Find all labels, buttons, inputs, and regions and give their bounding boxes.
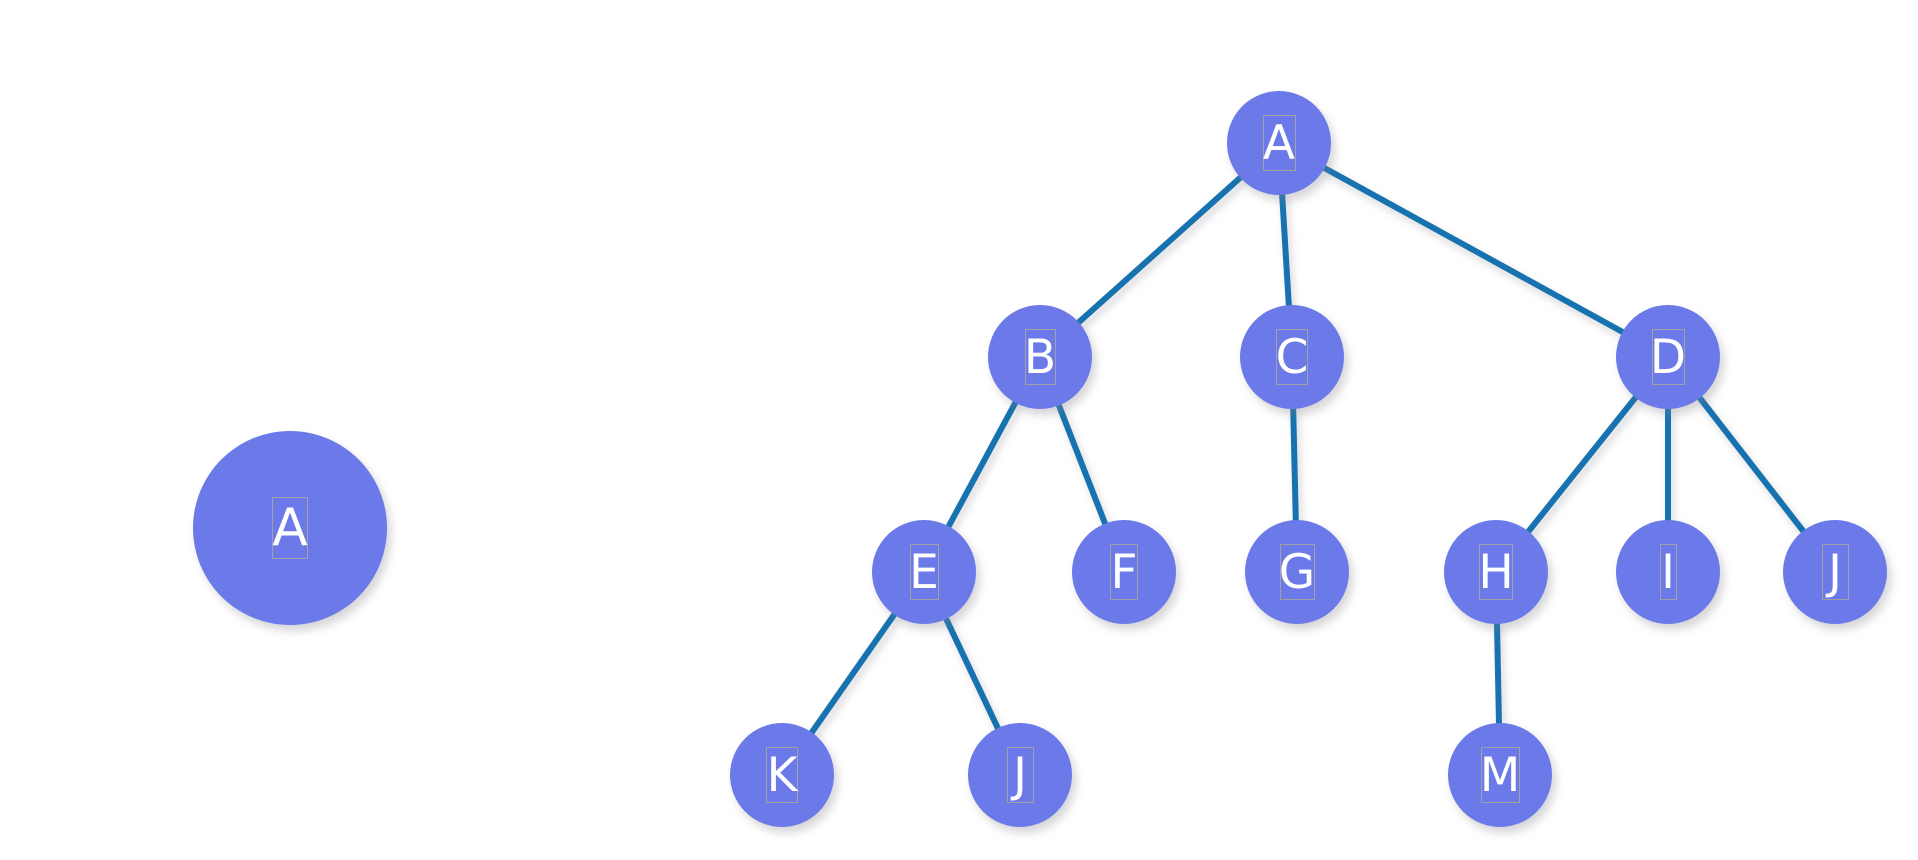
graph-node-m[interactable]: M xyxy=(1448,723,1552,827)
node-label: K xyxy=(766,747,798,803)
graph-node-f[interactable]: F xyxy=(1072,520,1176,624)
graph-node-i[interactable]: I xyxy=(1616,520,1720,624)
node-label: D xyxy=(1649,329,1687,385)
graph-node-a[interactable]: A xyxy=(1227,91,1331,195)
node-label: E xyxy=(909,544,939,600)
graph-node-b[interactable]: B xyxy=(988,305,1092,409)
node-label: H xyxy=(1478,544,1514,600)
node-label: G xyxy=(1278,544,1316,600)
node-label: F xyxy=(1110,544,1138,600)
graph-node-j[interactable]: J xyxy=(968,723,1072,827)
node-label: M xyxy=(1479,747,1521,803)
node-label: J xyxy=(1006,747,1034,803)
node-label: I xyxy=(1659,544,1677,600)
node-label: B xyxy=(1023,329,1057,385)
graph-node-d[interactable]: D xyxy=(1616,305,1720,409)
graph-node-a[interactable]: A xyxy=(193,431,387,625)
node-label: J xyxy=(1821,544,1849,600)
node-label: A xyxy=(272,497,308,559)
graph-node-j[interactable]: J xyxy=(1783,520,1887,624)
graph-node-h[interactable]: H xyxy=(1444,520,1548,624)
graph-node-e[interactable]: E xyxy=(872,520,976,624)
node-label: A xyxy=(1262,115,1296,171)
node-label: C xyxy=(1275,329,1309,385)
graph-node-k[interactable]: K xyxy=(730,723,834,827)
graph-node-c[interactable]: C xyxy=(1240,305,1344,409)
graph-node-g[interactable]: G xyxy=(1245,520,1349,624)
